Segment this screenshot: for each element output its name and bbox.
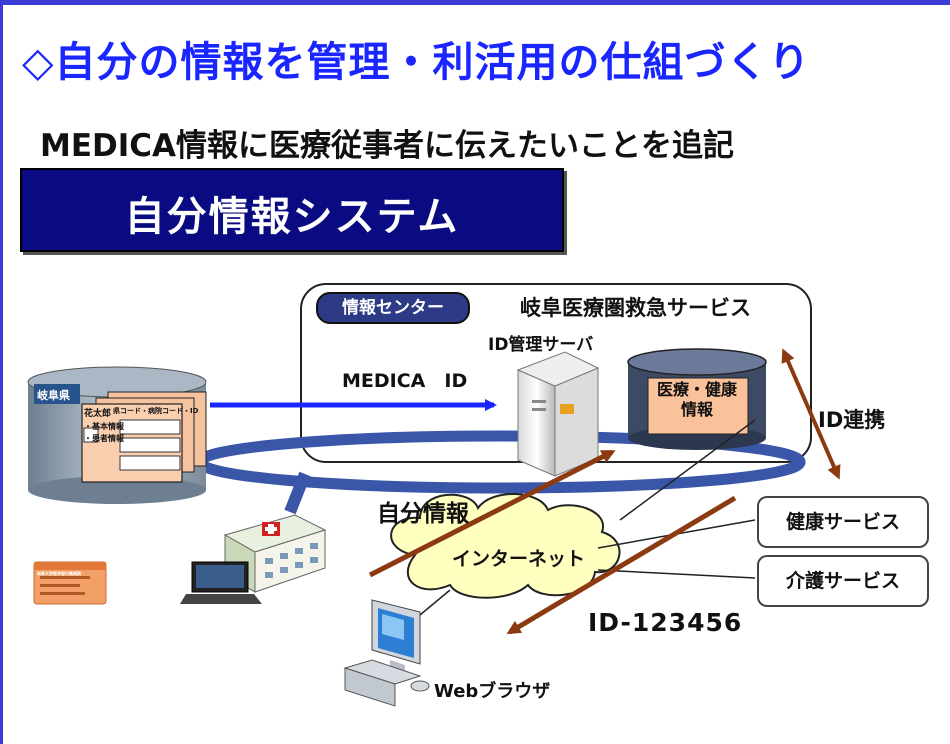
database-label-line2: 情報 bbox=[680, 400, 713, 419]
medica-id-label: MEDICA ID bbox=[342, 370, 468, 392]
internet-cloud bbox=[390, 493, 621, 599]
web-browser-label: Webブラウザ bbox=[434, 681, 551, 702]
id-card bbox=[33, 561, 107, 605]
id-return-arrow bbox=[506, 495, 737, 635]
slide-subtitle: MEDICA情報に医療従事者に伝えたいことを追記 bbox=[40, 128, 735, 164]
laptop-icon bbox=[180, 561, 262, 604]
desktop-computer-icon bbox=[343, 599, 430, 707]
id-server-label: ID管理サーバ bbox=[488, 335, 594, 355]
info-center-pill: 情報センター bbox=[316, 292, 470, 324]
id-number-label: ID-123456 bbox=[588, 608, 743, 637]
slide-title: ◇自分の情報を管理・利活用の仕組づくり bbox=[22, 38, 811, 86]
own-info-arrow bbox=[368, 449, 616, 578]
card-text: 岐阜大学医学部付属病院 bbox=[37, 571, 81, 576]
frame-top-border bbox=[0, 0, 950, 5]
internet-label: インターネット bbox=[452, 548, 586, 570]
server-icon bbox=[516, 351, 600, 477]
system-banner: 自分情報システム bbox=[20, 168, 564, 252]
database-label-line1: 医療・健康 bbox=[656, 380, 737, 399]
id-link-arrow bbox=[781, 348, 841, 480]
prefecture-label: 岐阜県 bbox=[37, 389, 70, 402]
id-link-label: ID連携 bbox=[818, 408, 886, 432]
own-info-label: 自分情報 bbox=[377, 501, 469, 527]
health-service-box: 健康サービス bbox=[757, 496, 929, 548]
prefecture-cylinder bbox=[27, 366, 207, 504]
doc-item-basic: ・基本情報 bbox=[84, 422, 124, 431]
doc-item-patient: ・患者情報 bbox=[84, 434, 124, 443]
banner-label: 自分情報システム bbox=[124, 194, 460, 240]
database-label: 医療・健康 情報 bbox=[650, 380, 744, 420]
doc-name-label: 花太郎 bbox=[84, 409, 112, 419]
frame-left-border bbox=[0, 0, 3, 744]
doc-header-label: 県コード・病院コード・ID bbox=[113, 407, 199, 415]
region-service-label: 岐阜医療圏救急サービス bbox=[520, 296, 751, 320]
database-cylinder bbox=[627, 348, 767, 450]
care-service-box: 介護サービス bbox=[757, 555, 929, 607]
